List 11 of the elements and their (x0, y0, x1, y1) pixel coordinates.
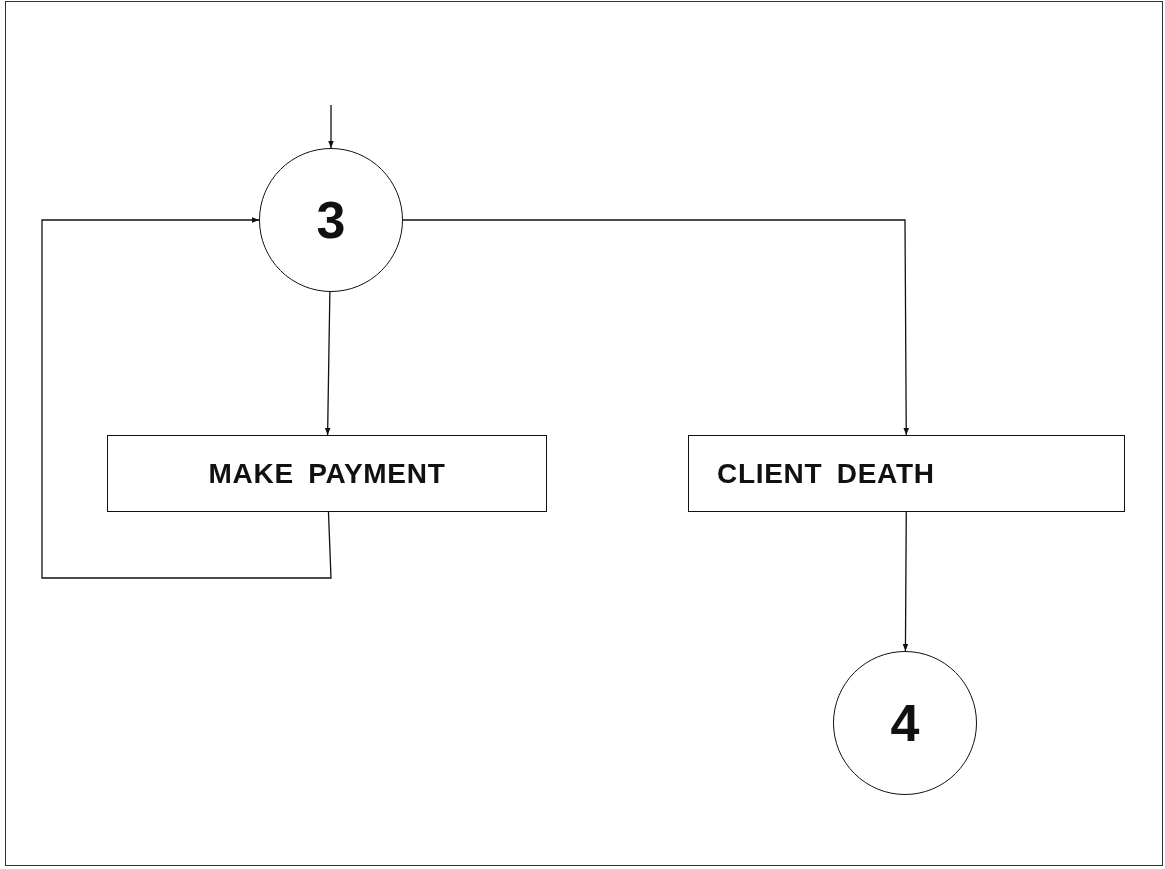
process-box (688, 435, 1125, 512)
process-label: MAKE PAYMENT (208, 456, 446, 491)
step-number: 3 (316, 194, 346, 246)
arrow (328, 104, 334, 149)
process-box (107, 435, 547, 512)
arrow (402, 219, 910, 436)
arrow (902, 511, 909, 652)
process-label: CLIENT DEATH (717, 456, 935, 491)
arrow (41, 217, 332, 579)
step-number: 4 (890, 697, 920, 749)
arrow (324, 291, 331, 436)
